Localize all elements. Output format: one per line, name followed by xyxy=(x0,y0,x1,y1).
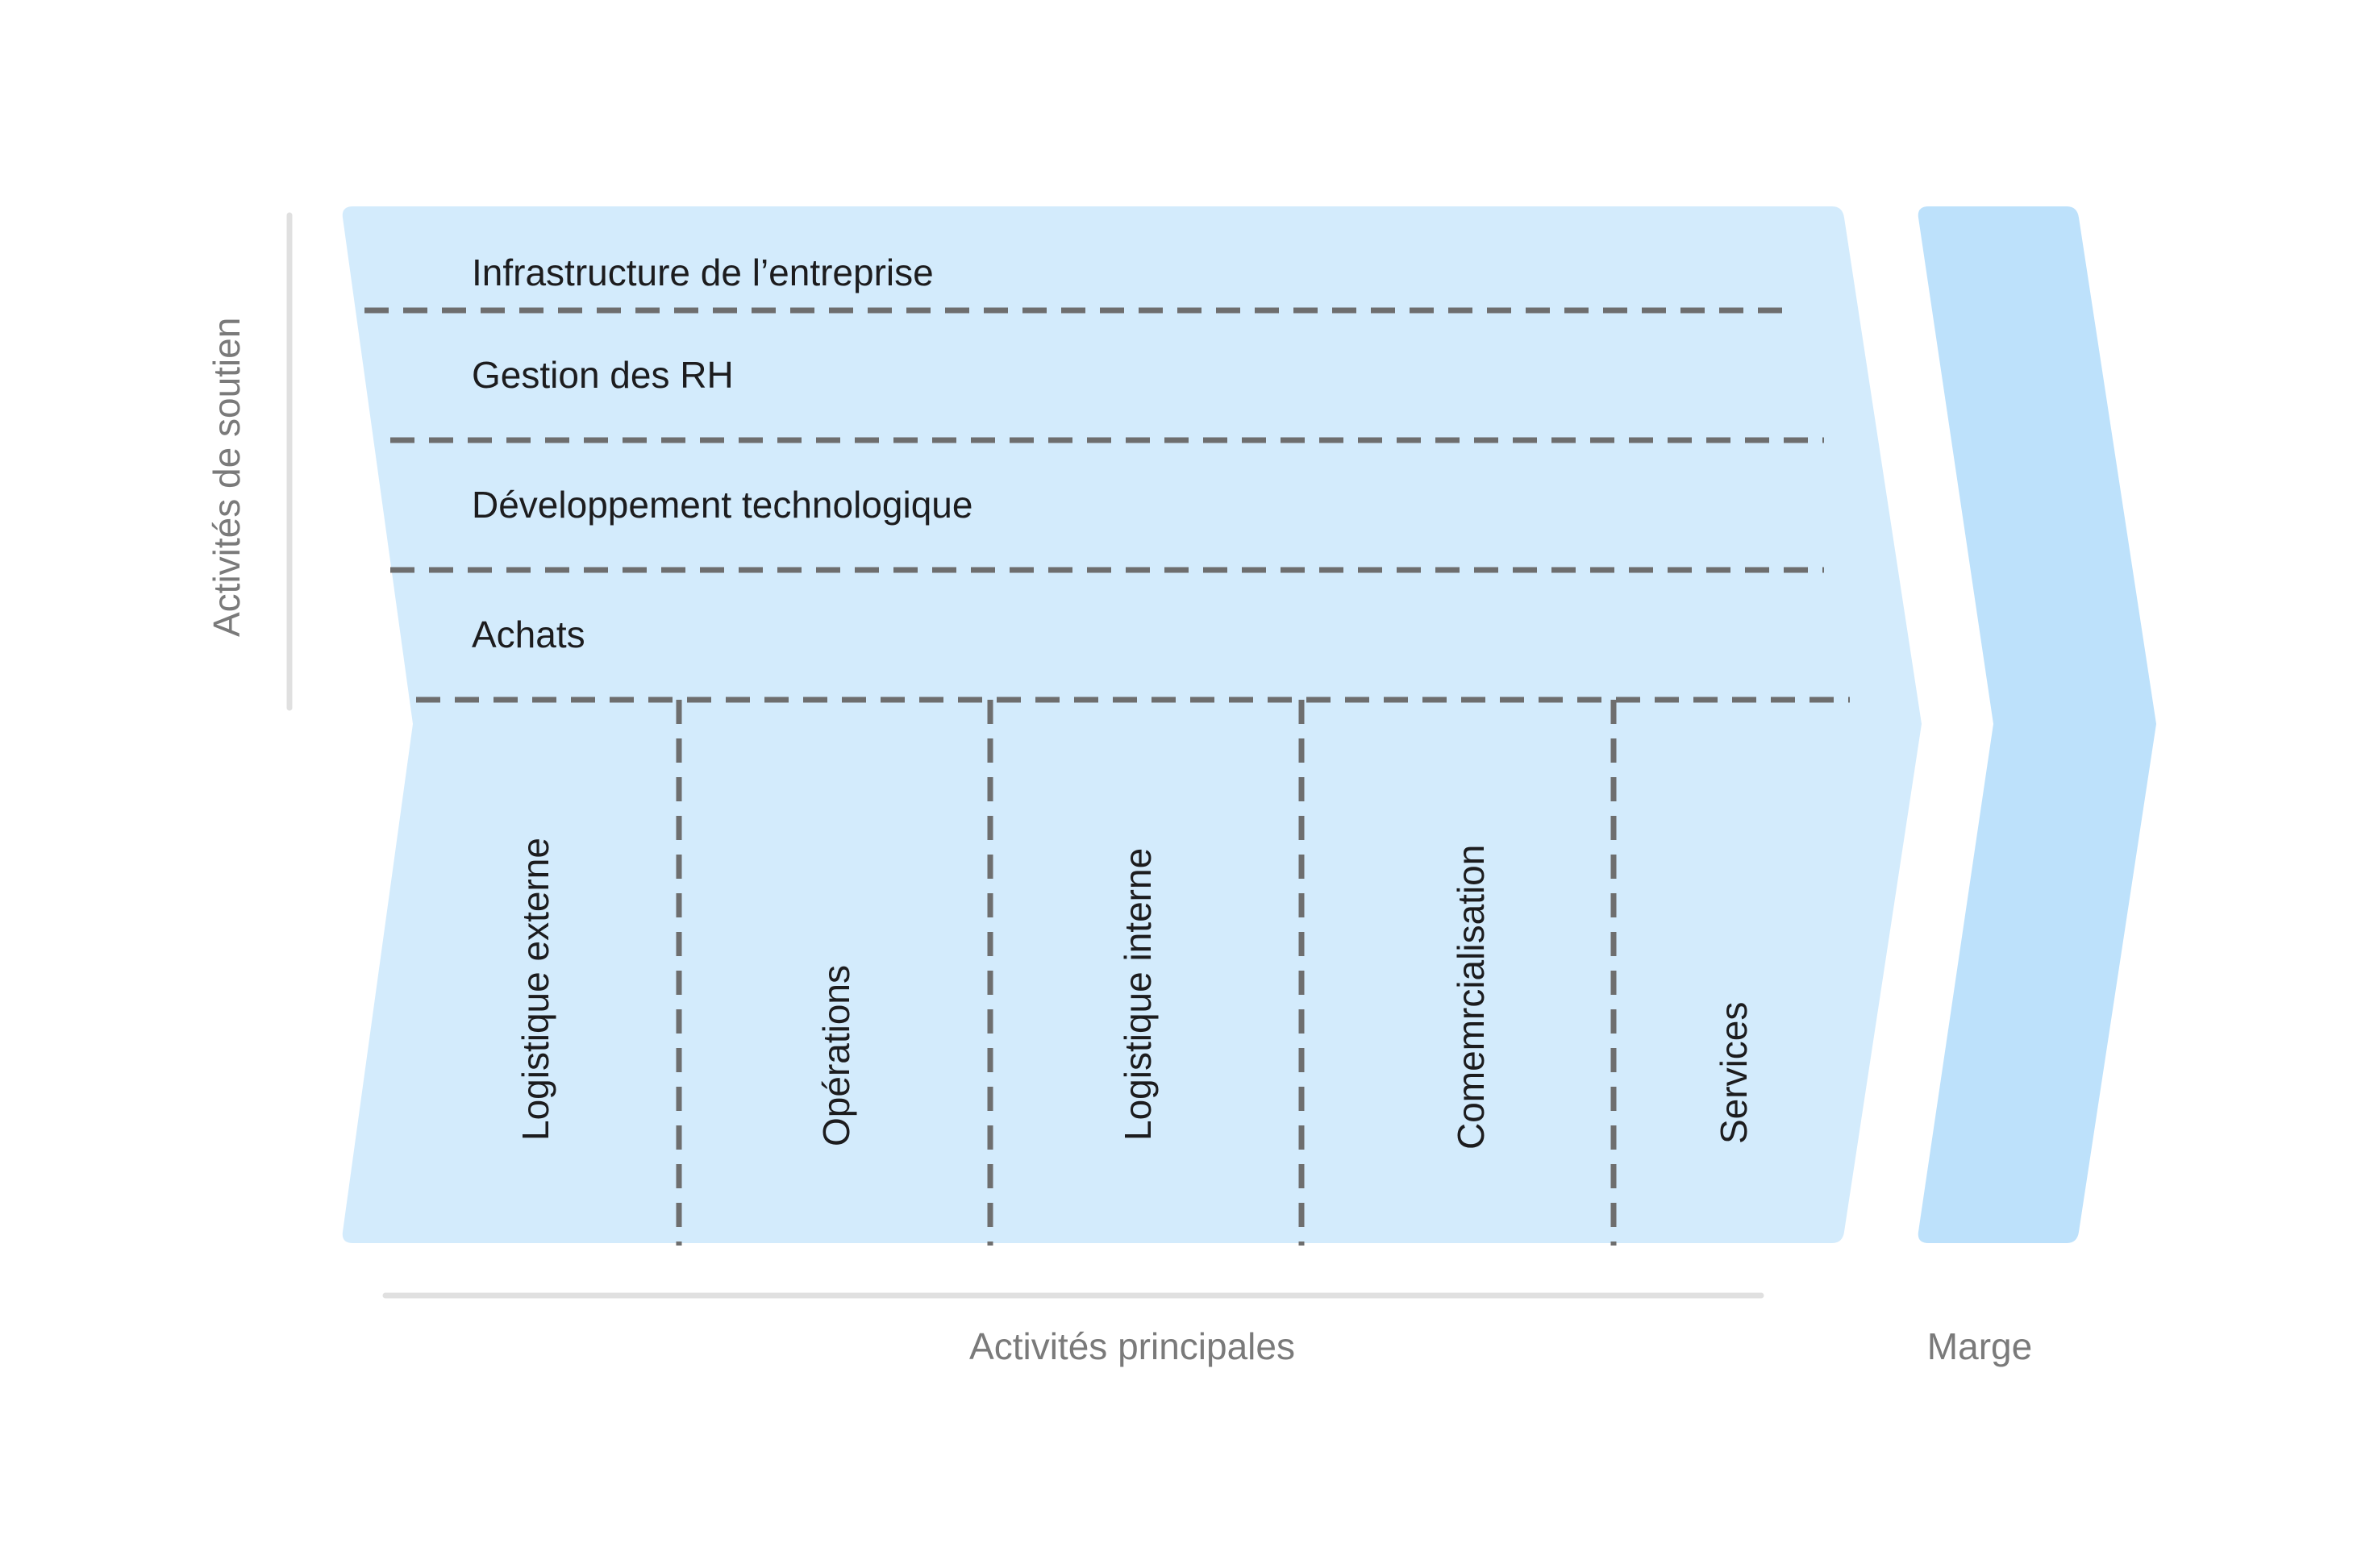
primary-item-services: Services xyxy=(1713,1002,1755,1144)
support-activities-label: Activités de soutien xyxy=(206,318,248,637)
support-dividers xyxy=(364,307,1850,703)
primary-item-inbound-logistics: Logistique interne xyxy=(1117,848,1159,1141)
support-item-technology: Développement technologique xyxy=(472,484,972,526)
primary-dividers xyxy=(676,700,1617,1246)
value-chain-body xyxy=(342,206,1922,1243)
margin-label: Marge xyxy=(1927,1325,2032,1367)
support-item-hr: Gestion des RH xyxy=(472,354,734,396)
support-item-infrastructure: Infrastructure de l’entreprise xyxy=(472,252,934,293)
support-item-procurement: Achats xyxy=(472,613,585,655)
primary-item-outbound-logistics: Logistique externe xyxy=(514,838,556,1141)
margin-arrow xyxy=(1918,206,2156,1243)
primary-item-operations: Opérations xyxy=(815,965,857,1146)
primary-activities-label: Activités principales xyxy=(969,1325,1295,1367)
primary-item-marketing: Comemrcialisation xyxy=(1450,845,1492,1150)
